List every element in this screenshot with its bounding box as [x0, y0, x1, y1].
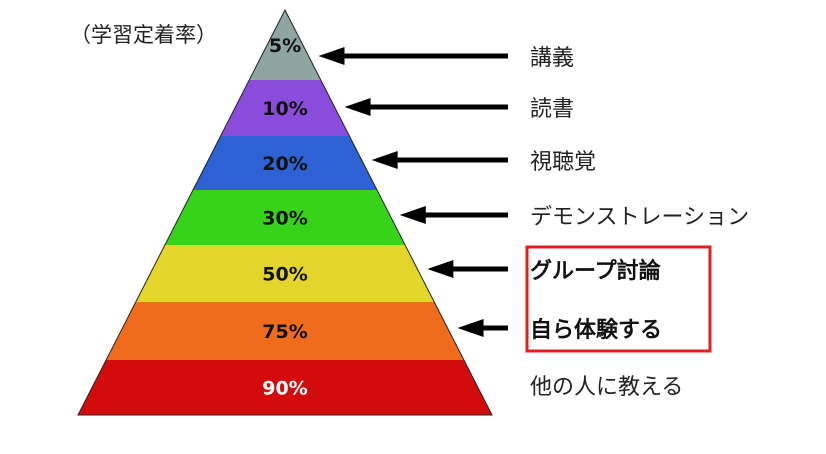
- arrow-head-icon: [371, 151, 398, 169]
- method-label: 視聴覚: [530, 150, 596, 175]
- pyramid-outline: [77, 8, 493, 416]
- pyramid-level-7: [78, 360, 492, 415]
- pyramid-level-6: [106, 302, 464, 360]
- pyramid-level-5: [135, 245, 435, 302]
- method-label: 他の人に教える: [530, 375, 683, 400]
- arrow-head-icon: [318, 47, 345, 65]
- retention-rate-label: 10%: [262, 98, 307, 120]
- retention-rate-caption: （学習定着率）: [70, 23, 217, 47]
- arrow-head-icon: [344, 98, 371, 116]
- retention-rate-label: 5%: [269, 35, 301, 57]
- pyramid-level-4: [164, 190, 406, 245]
- method-label: デモンストレーション: [530, 205, 749, 230]
- pyramid-level-1: [249, 10, 321, 80]
- method-label: 自ら体験する: [530, 317, 662, 343]
- pyramid-level-3: [193, 136, 377, 190]
- highlight-box: [525, 245, 712, 353]
- method-label: グループ討論: [530, 258, 662, 284]
- pyramid: 5% 10% 20% 30% 50% 75% 90%: [77, 8, 493, 416]
- retention-rate-label: 75%: [262, 321, 307, 343]
- arrow-head-icon: [399, 206, 426, 224]
- method-label: 読書: [530, 97, 574, 122]
- arrow-head-icon: [457, 319, 484, 337]
- pyramid-level-2: [220, 80, 350, 136]
- arrows: [318, 47, 508, 337]
- retention-rate-label: 20%: [262, 153, 307, 175]
- arrow-head-icon: [427, 260, 454, 278]
- retention-rate-label: 50%: [262, 264, 307, 286]
- method-label: 講義: [530, 46, 574, 71]
- retention-rate-label: 30%: [262, 208, 307, 230]
- retention-rate-label: 90%: [262, 378, 307, 400]
